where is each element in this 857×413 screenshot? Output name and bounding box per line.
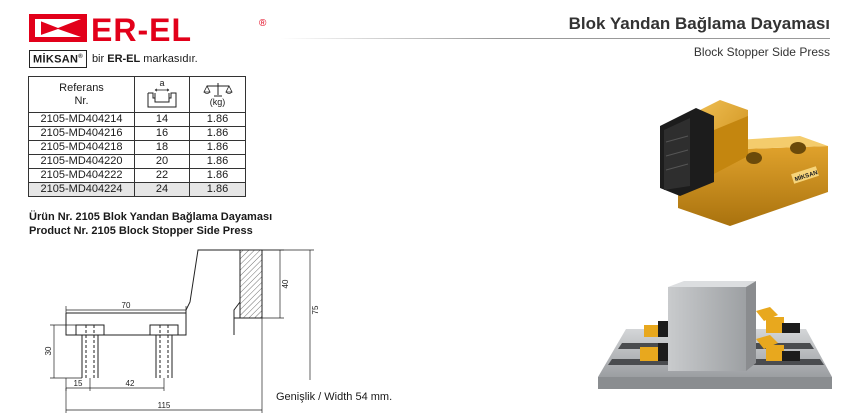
brand-suffix: markasıdır.: [143, 53, 198, 65]
slot-width-icon: [147, 88, 177, 108]
table-row: 2105-MD404216 16 1.86: [28, 126, 246, 141]
page-title-en: Block Stopper Side Press: [693, 45, 830, 59]
brand-name: ER-EL: [107, 53, 141, 65]
dim-75-label: 75: [311, 305, 320, 314]
dimension-115: [65, 318, 263, 413]
dim-15-label: 15: [74, 379, 83, 388]
table-row: 2105-MD404218 18 1.86: [28, 140, 246, 155]
product-photo-stopper: MİKSAN: [660, 100, 828, 226]
technical-drawing: 70 40 75 30 15 42 115: [44, 249, 320, 413]
er-el-logo-mark-icon: [29, 14, 87, 42]
cell-a: 14: [134, 112, 190, 127]
dim-115-label: 115: [158, 401, 171, 410]
table-row: 2105-MD404214 14 1.86: [28, 112, 246, 127]
cell-ref: 2105-MD404220: [28, 154, 135, 169]
brand-line: MİKSAN® bir ER-EL markasıdır.: [29, 50, 198, 68]
cell-ref: 2105-MD404214: [28, 112, 135, 127]
table-row: 2105-MD404222 22 1.86: [28, 168, 246, 183]
dim-70-label: 70: [122, 301, 131, 310]
dimension-75: [262, 249, 314, 380]
logo-wordmark: ER-EL: [91, 12, 192, 48]
bolt-left: [75, 324, 105, 378]
product-caption-tr: Ürün Nr. 2105 Blok Yandan Bağlama Dayama…: [29, 211, 273, 223]
product-caption: Ürün Nr. 2105 Blok Yandan Bağlama Dayama…: [29, 210, 272, 238]
dim-42-label: 42: [126, 379, 135, 388]
cell-kg: 1.86: [189, 140, 246, 155]
cell-kg: 1.86: [189, 126, 246, 141]
registered-mark: ®: [259, 18, 267, 29]
miksan-badge-text: MİKSAN: [33, 53, 79, 66]
dimension-70: [65, 306, 187, 313]
title-divider: [280, 38, 830, 39]
brand-prefix: bir: [91, 53, 105, 65]
header-kg-label: (kg): [209, 97, 226, 107]
cell-a: 20: [134, 154, 190, 169]
er-el-logo: ER-EL ®: [29, 10, 266, 48]
setup-stopper-left: [640, 321, 668, 361]
cell-a: 16: [134, 126, 190, 141]
miksan-badge-reg: ®: [78, 54, 83, 61]
cell-kg: 1.86: [189, 168, 246, 183]
bolt-right: [149, 324, 179, 378]
cell-a: 22: [134, 168, 190, 183]
header-a-label: a: [159, 78, 165, 88]
header-ref-line2: Nr.: [74, 94, 89, 107]
cell-kg: 1.86: [189, 182, 246, 197]
cell-ref: 2105-MD404216: [28, 126, 135, 141]
product-photo-setup: [598, 281, 832, 389]
dim-30-label: 30: [44, 346, 53, 355]
cell-kg: 1.86: [189, 112, 246, 127]
setup-stopper-right: [756, 307, 800, 361]
cell-a: 24: [134, 182, 190, 197]
scale-weight-icon: [202, 83, 233, 97]
cell-kg: 1.86: [189, 154, 246, 169]
page-title-tr: Blok Yandan Bağlama Dayaması: [568, 14, 830, 33]
rubber-pad-section: [239, 249, 263, 319]
brand-text: bir ER-EL markasıdır.: [92, 53, 198, 65]
table-row: 2105-MD404224 24 1.86: [28, 182, 246, 197]
header-a: a: [134, 76, 190, 113]
cell-a: 18: [134, 140, 190, 155]
part-outline: [65, 249, 241, 336]
cell-ref: 2105-MD404218: [28, 140, 135, 155]
cell-ref: 2105-MD404224: [28, 182, 135, 197]
header-ref-line1: Referans: [59, 81, 104, 94]
header-weight: (kg): [189, 76, 246, 113]
width-note: Genişlik / Width 54 mm.: [276, 391, 393, 403]
product-caption-en: Product Nr. 2105 Block Stopper Side Pres…: [29, 225, 253, 237]
dim-40-label: 40: [281, 279, 290, 288]
miksan-badge: MİKSAN®: [29, 50, 87, 68]
cell-ref: 2105-MD404222: [28, 168, 135, 183]
table-row: 2105-MD404220 20 1.86: [28, 154, 246, 169]
dimension-42: [90, 378, 165, 391]
